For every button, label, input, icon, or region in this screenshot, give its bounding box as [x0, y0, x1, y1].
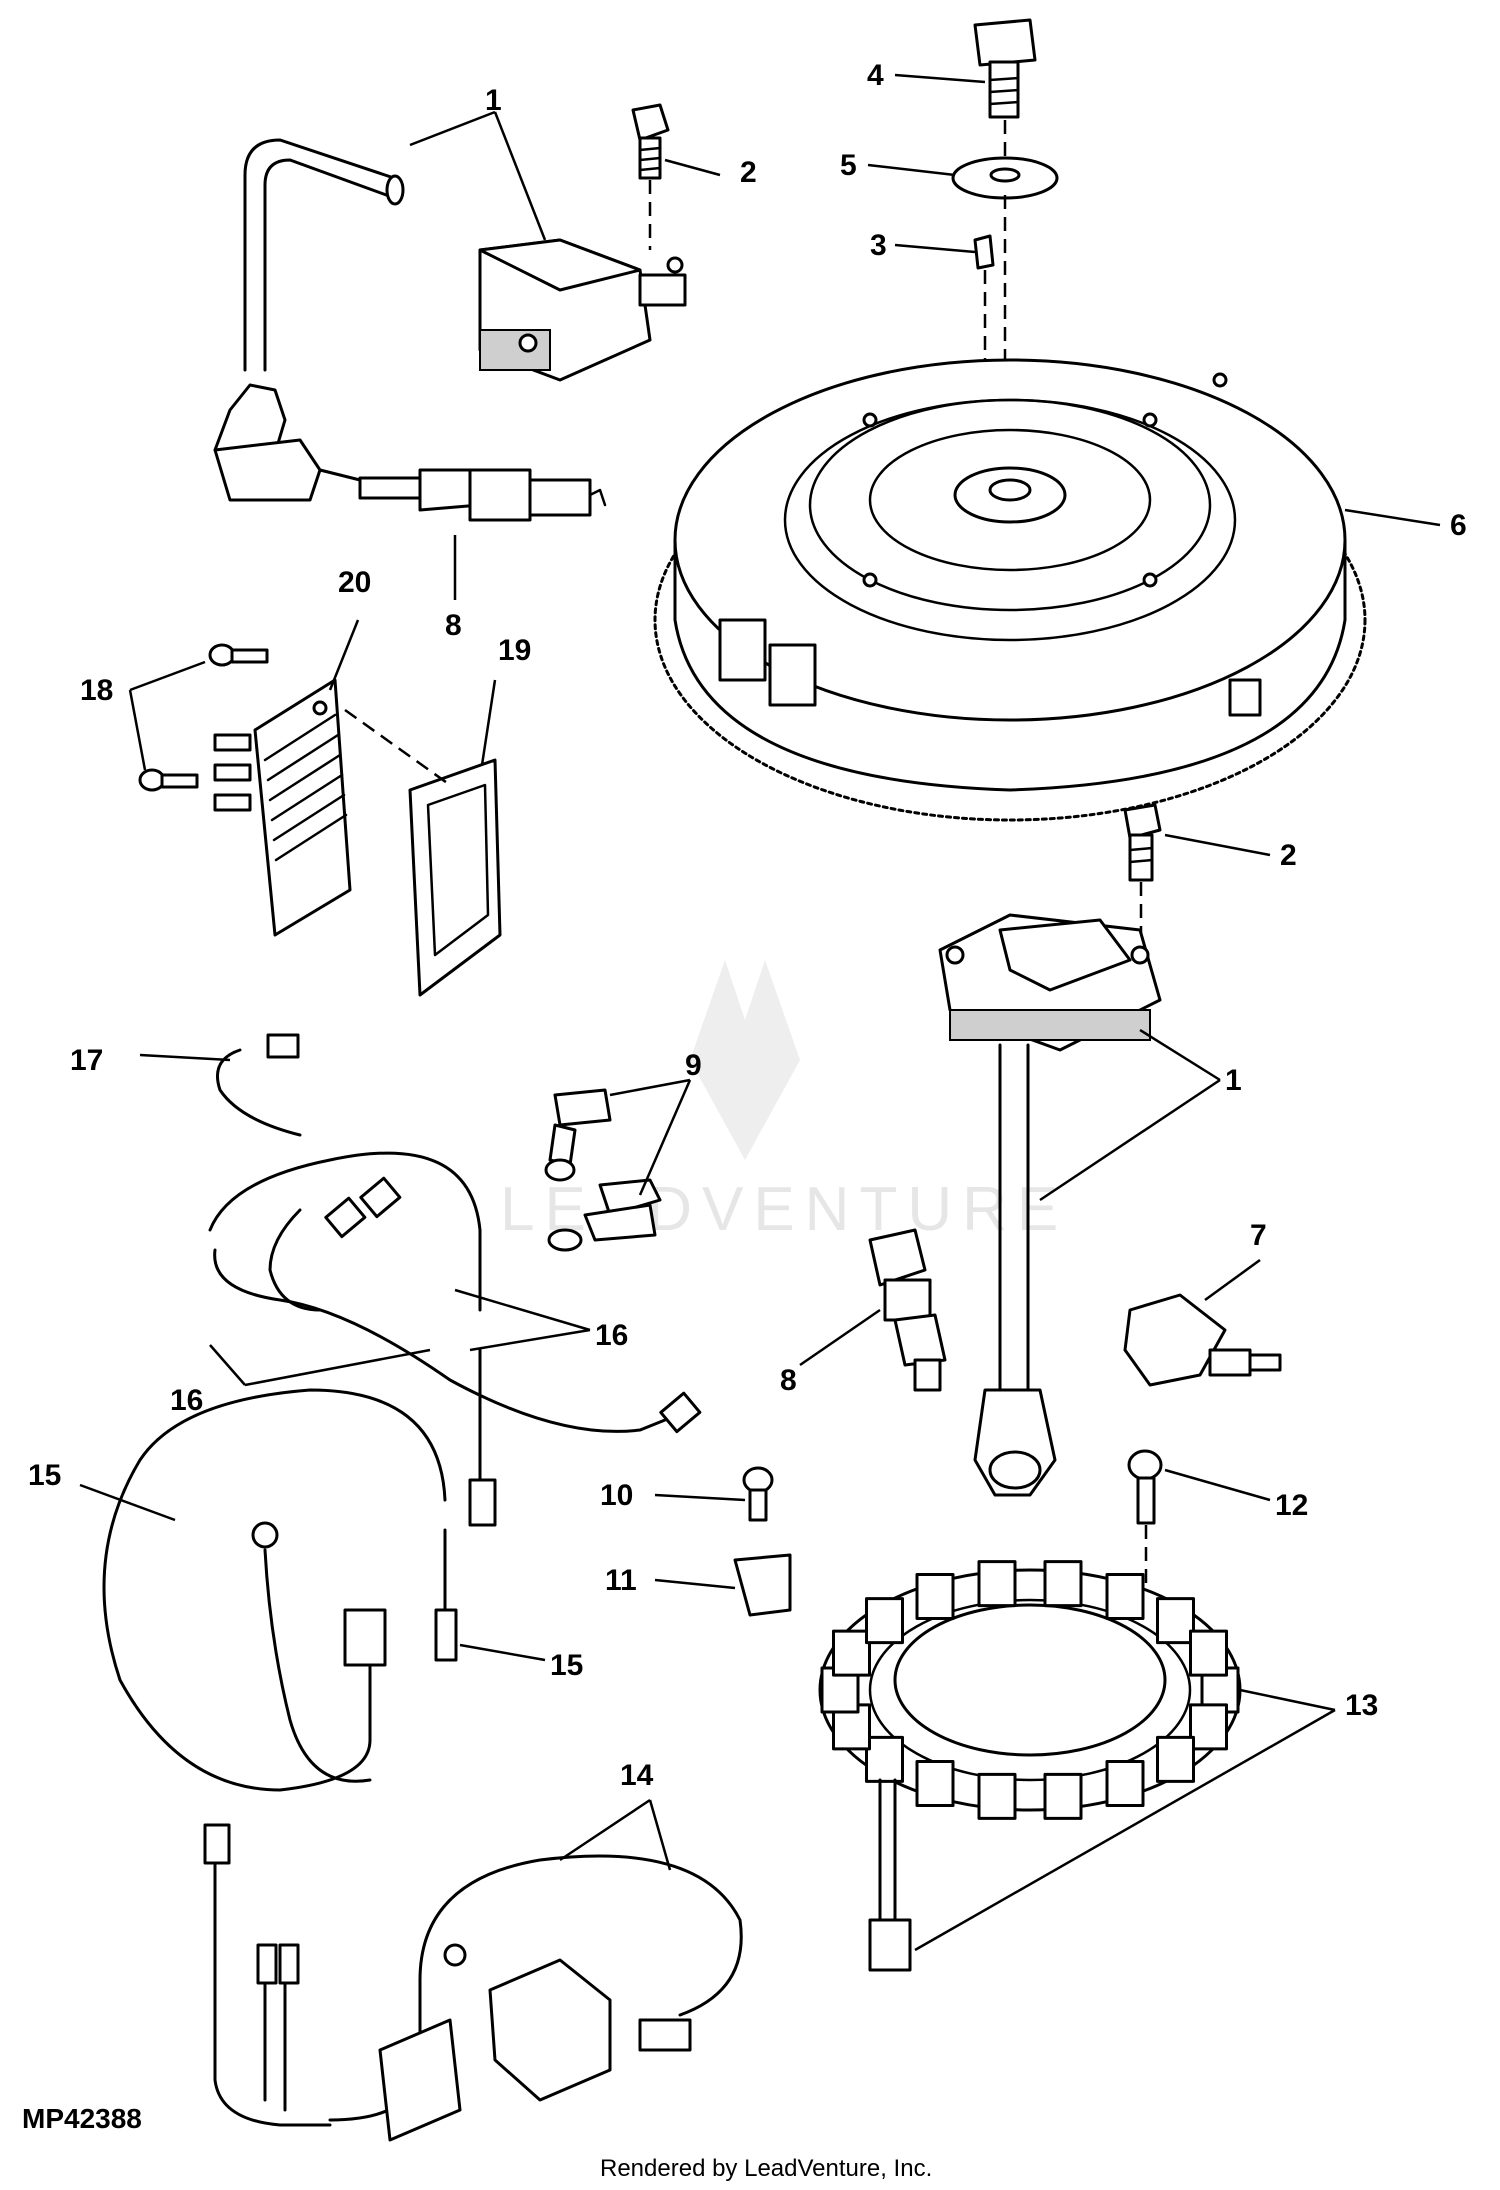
callout-15-right: 15 — [550, 1649, 583, 1682]
callout-16-right: 16 — [595, 1319, 628, 1352]
callout-11: 11 — [605, 1564, 637, 1597]
wiring-harness-14 — [203, 1823, 743, 2142]
spark-plug-top — [318, 468, 607, 522]
stator-tooth — [1156, 1597, 1195, 1645]
callout-15-left: 15 — [28, 1459, 61, 1492]
terminals — [544, 1088, 662, 1252]
rectifier-gasket — [408, 758, 502, 997]
callout-6: 6 — [1450, 509, 1467, 542]
callout-labels: 1 2 3 4 5 6 8 20 19 18 2 1 7 8 17 9 16 1… — [28, 59, 1467, 1792]
callout-9: 9 — [685, 1049, 702, 1082]
washer — [951, 156, 1059, 200]
stator-tooth — [832, 1629, 871, 1677]
stator-tooth — [977, 1560, 1017, 1608]
clip-11 — [733, 1553, 792, 1617]
callout-5: 5 — [840, 149, 857, 182]
stator-tooth — [1105, 1760, 1145, 1807]
stator-tooth — [977, 1772, 1017, 1820]
leader-lines — [79, 73, 1441, 1952]
screw-12 — [1127, 1449, 1163, 1600]
flywheel-bolt — [973, 18, 1037, 119]
callout-19: 19 — [498, 634, 531, 667]
wire-tie-17 — [216, 1033, 302, 1137]
callout-8-bottom: 8 — [780, 1364, 797, 1397]
rectifier-screws — [138, 643, 269, 792]
ignition-module-bottom — [938, 913, 1162, 1497]
stator-tooth — [865, 1735, 904, 1783]
callout-8-top: 8 — [445, 609, 462, 642]
stator-tooth — [1156, 1735, 1195, 1783]
callout-17: 17 — [70, 1044, 103, 1077]
watermark-text: LEADVENTURE — [500, 1175, 1068, 1244]
stator-tooth — [1189, 1629, 1228, 1677]
callout-20: 20 — [338, 566, 371, 599]
callout-1-bottom: 1 — [1225, 1064, 1242, 1097]
stator — [818, 1560, 1242, 1972]
callout-2-bottom: 2 — [1280, 839, 1297, 872]
callout-1-top: 1 — [485, 84, 502, 117]
callout-13: 13 — [1345, 1689, 1378, 1722]
stator-tooth — [915, 1760, 955, 1807]
key — [973, 234, 995, 270]
stator-tooth — [1105, 1573, 1145, 1620]
callout-16-left: 16 — [170, 1384, 203, 1417]
callout-10: 10 — [600, 1479, 633, 1512]
stator-tooth — [1043, 1560, 1083, 1608]
callout-4: 4 — [867, 59, 884, 92]
diagram-code: MP42388 — [22, 2103, 142, 2134]
callout-2-top: 2 — [740, 156, 757, 189]
callout-3: 3 — [870, 229, 887, 262]
ignition-module-top — [213, 138, 687, 502]
spark-plug-bottom — [868, 1228, 947, 1392]
stator-tooth — [865, 1597, 904, 1645]
stator-tooth — [915, 1573, 955, 1620]
wiring-harness-16 — [208, 1151, 702, 1527]
credit-text: Rendered by LeadVenture, Inc. — [600, 2155, 932, 2182]
screw-10 — [742, 1466, 774, 1522]
wiring-harness-15 — [102, 1388, 458, 1792]
rectifier-regulator — [213, 678, 352, 937]
callout-14: 14 — [620, 1759, 654, 1792]
stator-tooth — [1043, 1772, 1083, 1820]
stator-tooth — [1189, 1703, 1228, 1751]
screw-top — [631, 103, 670, 250]
callout-7: 7 — [1250, 1219, 1267, 1252]
oil-pressure-switch — [1123, 1293, 1282, 1387]
screw-bottom — [1123, 803, 1162, 945]
callout-12: 12 — [1275, 1489, 1308, 1522]
callout-18: 18 — [80, 674, 113, 707]
flywheel — [653, 358, 1367, 822]
